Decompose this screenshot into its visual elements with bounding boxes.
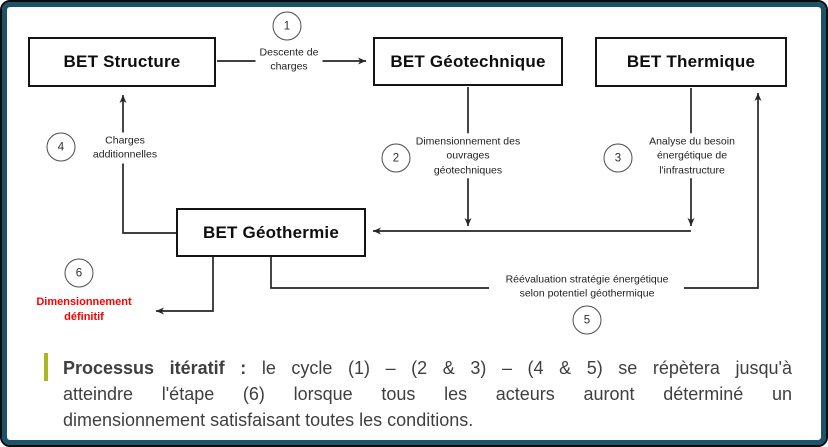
box-bet-structure: BET Structure	[28, 37, 216, 87]
note-line-1-rest: le cycle (1) – (2 & 3) – (4 & 5) se répè…	[261, 358, 792, 378]
arrow-reevaluation-strategie	[270, 93, 758, 289]
box-bet-thermique-label: BET Thermique	[626, 52, 756, 71]
step-circle-1: 1	[272, 11, 302, 41]
box-bet-geotechnique-label: BET Géotechnique	[390, 51, 546, 71]
box-bet-geotechnique: BET Géotechnique	[373, 37, 563, 86]
box-bet-thermique: BET Thermique	[595, 37, 787, 87]
step-circle-6: 6	[64, 258, 94, 288]
arrow-dimensionnement-definitif	[156, 256, 214, 315]
note-lead: Processus itératif :	[63, 358, 247, 378]
label-analyse-besoin-energetique: Analyse du besoin énergétique de l'infra…	[645, 133, 739, 179]
note-accent-bar	[44, 353, 48, 381]
note-line-2: atteindre l'étape (6) lorsque tous les a…	[63, 384, 792, 404]
label-reevaluation-strategie: Réévaluation stratégie énergétique selon…	[497, 271, 677, 303]
step-circle-3: 3	[603, 143, 633, 173]
label-descente-de-charges: Descente de charges	[255, 44, 323, 76]
box-bet-geothermie-label: BET Géothermie	[203, 222, 339, 242]
step-circle-2: 2	[381, 143, 411, 173]
label-dimensionnement-definitif: Dimensionnement définitif	[32, 293, 136, 327]
box-bet-structure-label: BET Structure	[63, 52, 181, 71]
note-line-1: Processus itératif : le cycle (1) – (2 &…	[63, 355, 792, 381]
step-circle-5: 5	[572, 305, 602, 335]
step-circle-4: 4	[46, 132, 76, 162]
label-charges-additionnelles: Charges additionnelles	[88, 132, 162, 164]
arrow-charges-additionnelles	[119, 95, 177, 234]
note-line-3: dimensionnement satisfaisant toutes les …	[63, 410, 474, 430]
note-paragraph: Processus itératif : le cycle (1) – (2 &…	[63, 355, 792, 433]
label-dimensionnement-ouvrages: Dimensionnement des ouvrages géotechniqu…	[411, 133, 525, 179]
box-bet-geothermie: BET Géothermie	[176, 208, 366, 257]
